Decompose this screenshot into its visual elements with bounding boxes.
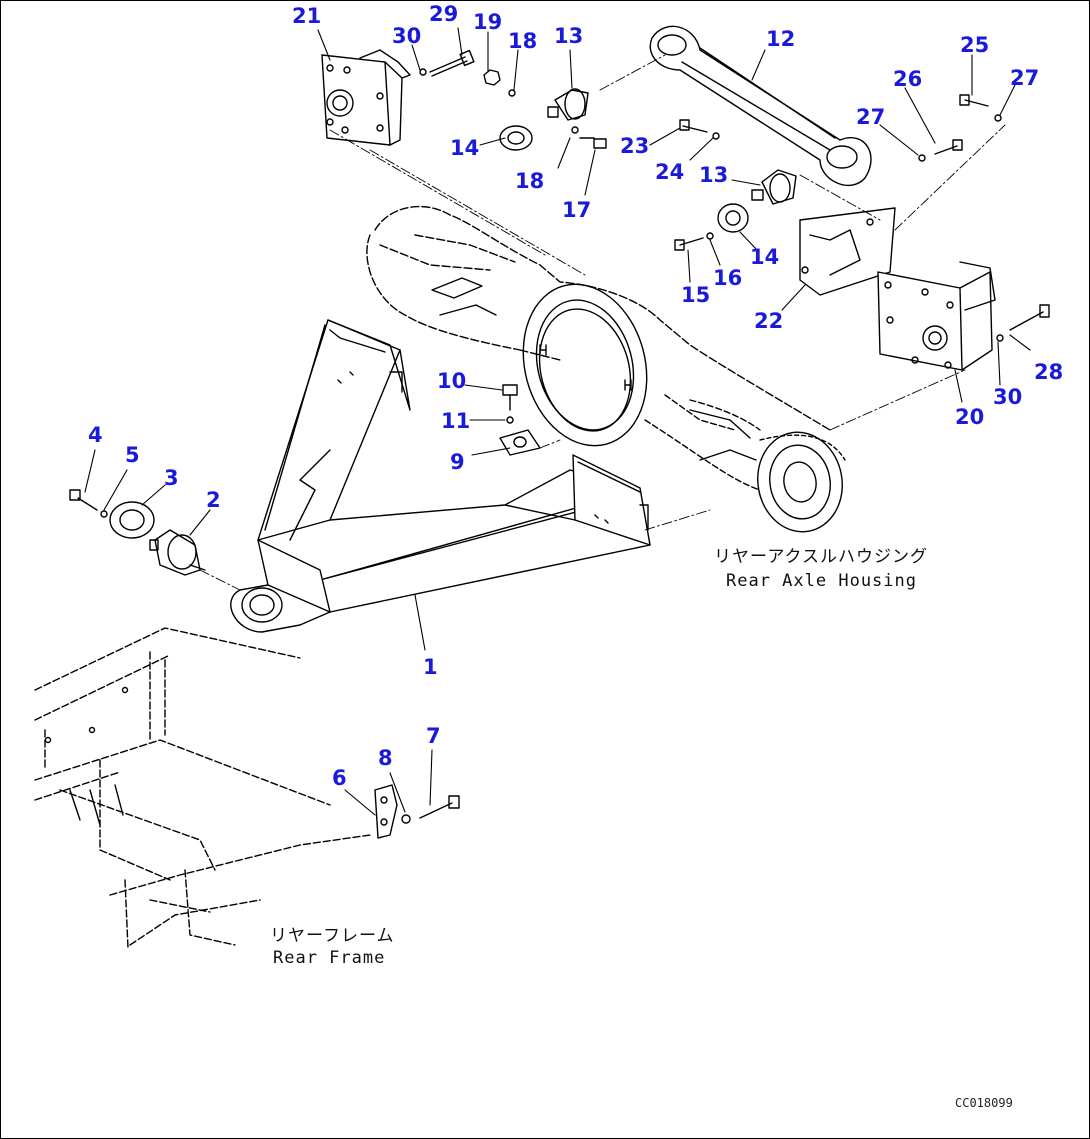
callout-6: 6	[332, 766, 347, 790]
callout-29: 29	[429, 2, 459, 26]
callout-15: 15	[681, 283, 711, 307]
callout-30: 30	[993, 385, 1023, 409]
callout-27: 27	[1010, 66, 1040, 90]
callout-1: 1	[423, 655, 438, 679]
callout-18: 18	[508, 29, 538, 53]
rear-frame-drawing	[34, 627, 371, 949]
rear-frame-details	[44, 686, 129, 826]
callout-10: 10	[437, 369, 467, 393]
a-frame-drawing	[230, 319, 651, 633]
callout-8: 8	[378, 746, 393, 770]
callout-26: 26	[893, 67, 923, 91]
callout-18: 18	[515, 169, 545, 193]
callout-27: 27	[856, 105, 886, 129]
callout-28: 28	[1034, 360, 1064, 384]
assembly-center-lines	[199, 54, 1006, 591]
callout-13: 13	[554, 24, 584, 48]
leader-lines	[84, 27, 1031, 816]
callout-5: 5	[125, 443, 140, 467]
callout-11: 11	[441, 409, 471, 433]
callout-30: 30	[392, 24, 422, 48]
rear-axle-housing-caption-en: Rear Axle Housing	[726, 571, 917, 591]
callout-22: 22	[754, 309, 784, 333]
callout-9: 9	[450, 450, 465, 474]
callout-13: 13	[699, 163, 729, 187]
callout-4: 4	[88, 423, 103, 447]
callout-14: 14	[450, 136, 480, 160]
drawing-id: CC018099	[955, 1096, 1013, 1110]
callout-21: 21	[292, 4, 322, 28]
callout-19: 19	[473, 10, 503, 34]
callout-7: 7	[426, 724, 441, 748]
callout-3: 3	[164, 466, 179, 490]
callout-17: 17	[562, 198, 592, 222]
callout-23: 23	[620, 134, 650, 158]
callout-24: 24	[655, 160, 685, 184]
callout-25: 25	[960, 33, 990, 57]
rear-axle-housing-caption-jp: リヤーアクスルハウジング	[714, 547, 928, 567]
part-shapes	[69, 25, 1050, 839]
rear-frame-caption-en: Rear Frame	[273, 948, 386, 968]
callout-16: 16	[713, 266, 743, 290]
rear-frame-caption-jp: リヤーフレーム	[270, 926, 395, 946]
callout-2: 2	[206, 488, 221, 512]
callout-12: 12	[766, 27, 796, 51]
rear-axle-housing-drawing	[366, 205, 846, 533]
callout-20: 20	[955, 405, 985, 429]
callout-14: 14	[750, 245, 780, 269]
